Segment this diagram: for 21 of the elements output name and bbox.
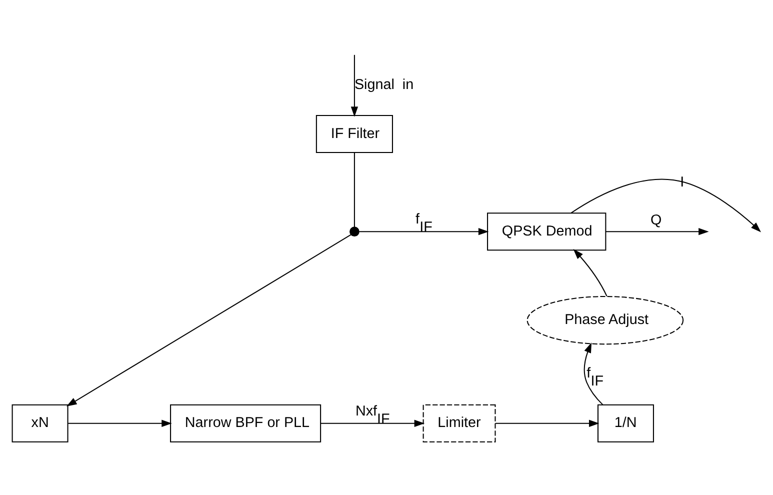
connector: [354, 152, 355, 227]
arrow: [573, 248, 608, 296]
node-box: 1/N: [597, 404, 654, 442]
arrow: [350, 54, 358, 116]
arrow: [320, 419, 425, 426]
node-box: Limiter: [422, 404, 496, 442]
arrow: [359, 227, 489, 235]
edge-label: Signal in: [354, 76, 414, 92]
arrow: [570, 178, 762, 232]
node-box: Narrow BPF or PLL: [170, 404, 322, 442]
arrow: [68, 419, 172, 426]
arrow: [495, 419, 600, 426]
arrow: [584, 342, 604, 405]
arrow: [606, 227, 709, 235]
node-box: IF Filter: [316, 114, 393, 152]
node-circle: [350, 226, 360, 236]
arrow: [66, 234, 352, 406]
edge-label: Q: [650, 212, 662, 228]
node-ellipse: Phase Adjust: [526, 295, 684, 344]
node-box: QPSK Demod: [487, 212, 606, 250]
node-box: xN: [12, 404, 68, 442]
